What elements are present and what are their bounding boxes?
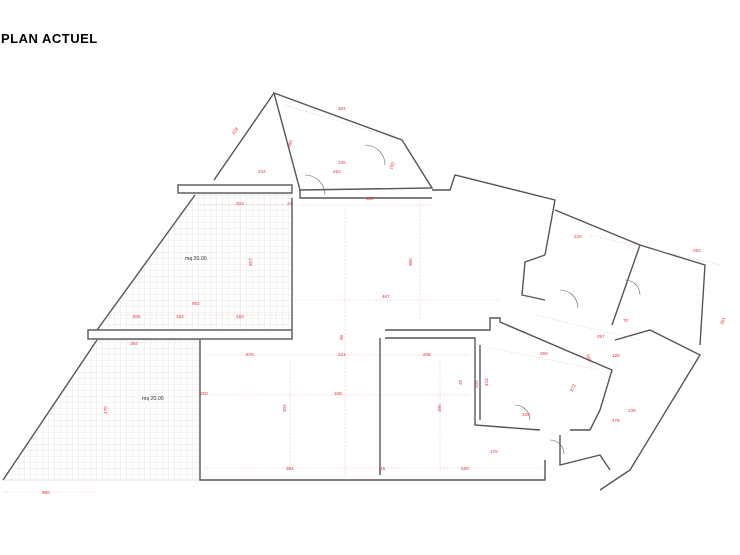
dimension-label: 269 [540,351,548,356]
dimension-label: 204 [474,380,479,388]
dimension-label: 470 [103,406,108,414]
dimension-label: 303 [236,201,244,206]
dimension-label: 395 [437,404,442,412]
dimension-label: 950 [42,490,50,495]
dimension-label: 478 [612,418,620,423]
dimension-label: 845 [133,314,141,319]
dimension-label: 284 [130,341,138,346]
dimension-label: 175 [490,449,498,454]
dimension-label: 982 [192,301,200,306]
dimension-label: 229 [522,412,530,417]
dimension-label: 424 [484,378,489,386]
dimension-label: 304 [282,404,287,412]
dimension-label: 183 [236,314,244,319]
dimension-label: 128 [612,353,620,358]
dimension-label: 304 [338,106,346,111]
dimension-label: 364 [286,466,294,471]
dimension-label: 505 [366,196,374,201]
dimension-label: 20 [458,379,463,385]
dimension-label: 467 [382,294,390,299]
dimension-label: 98 [339,334,344,340]
dimension-label: 328 [231,126,240,136]
dimension-label: 576 [246,352,254,357]
dimension-label: 234 [258,169,266,174]
terrace-upper-hatch [96,194,293,331]
dimension-label: 380 [286,139,293,148]
area-label-lower: mq 20.00 [142,396,164,402]
dimension-label: 139 [628,408,636,413]
walls [2,91,706,491]
area-label-upper: mq 20.00 [185,256,207,262]
dimension-label: 145 [338,160,346,165]
dimension-label: 70 [623,318,629,323]
dimension-label: 206 [423,352,431,357]
page-title: PLAN ACTUEL [1,31,98,46]
dimension-label: 557 [248,258,253,266]
dimension-label: 160 [388,161,395,170]
dimension-label: 872 [569,383,576,392]
dimension-label: 108 [334,391,342,396]
dimension-label: 950 [408,258,413,266]
dimension-label: 509 [585,354,592,363]
door-swings [304,144,641,455]
dimension-label: 24 [287,201,293,206]
dimension-label: 252 [693,248,701,253]
dimension-label: 250 [200,391,208,396]
dimension-label: 16 [380,466,386,471]
dimension-label: 297 [597,334,605,339]
terrace-lower-hatch [2,339,201,481]
dimension-labels: 304 328 234 262 380 160 145 303 24 505 2… [42,106,727,495]
dimension-lines [3,104,721,493]
dimension-label: 164 [176,314,184,319]
dimension-label: 220 [574,234,582,239]
dimension-label: 221 [338,352,346,357]
dimension-label: 391 [719,316,726,325]
dimension-label: 520 [461,466,469,471]
dimension-label: 262 [333,169,341,174]
